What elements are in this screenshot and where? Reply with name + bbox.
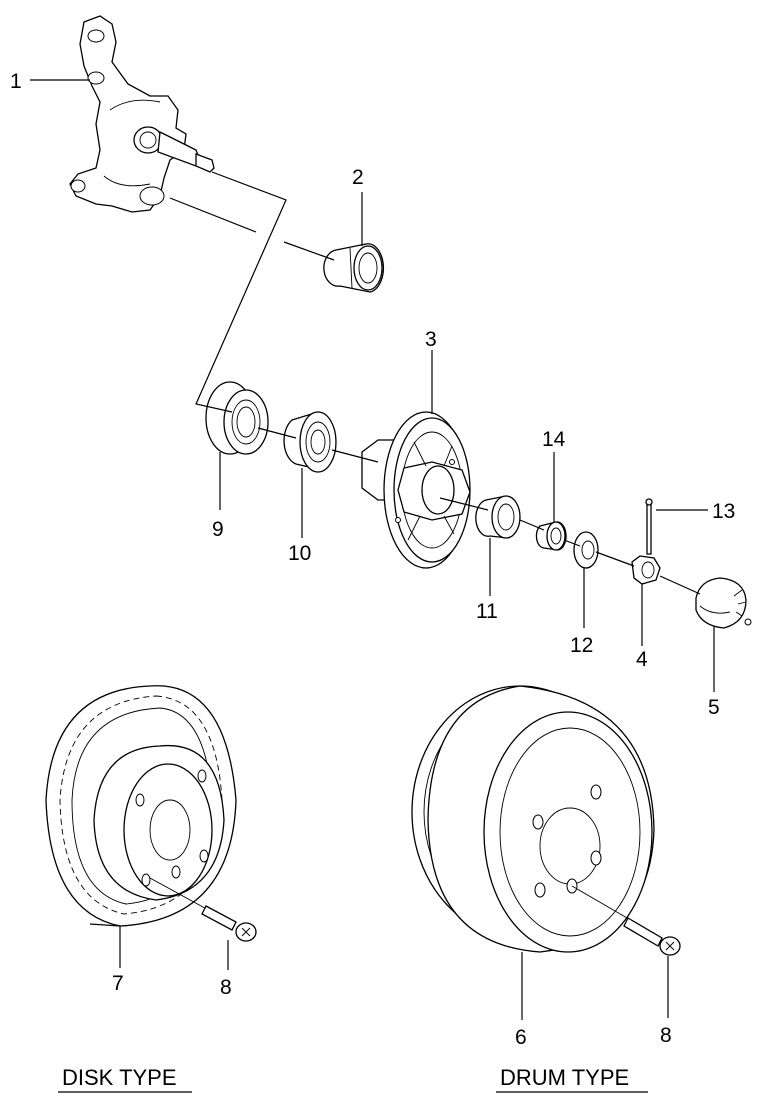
disc-screw xyxy=(149,877,257,942)
captions: DISK TYPE DRUM TYPE xyxy=(58,1065,648,1093)
callout-1: 1 xyxy=(10,70,22,93)
steering-knuckle xyxy=(69,15,215,213)
callout-3: 3 xyxy=(425,328,437,351)
outer-bearing xyxy=(475,495,521,539)
drum-screw xyxy=(571,885,681,956)
caption-drum-type: DRUM TYPE xyxy=(500,1065,629,1090)
bearing-ring xyxy=(535,521,567,551)
callout-4: 4 xyxy=(636,648,648,671)
callout-10: 10 xyxy=(288,542,311,565)
caption-disk-type: DISK TYPE xyxy=(62,1065,177,1090)
wheel-hub xyxy=(361,411,471,569)
callout-13: 13 xyxy=(712,500,735,523)
inner-bearing xyxy=(283,411,337,473)
callout-14: 14 xyxy=(542,428,566,451)
callout-2: 2 xyxy=(352,166,364,189)
washer xyxy=(573,531,599,569)
callouts: 1 2 3 4 5 6 7 8 8 9 10 11 12 13 14 xyxy=(10,70,735,1049)
callout-9: 9 xyxy=(212,518,224,541)
brake-drum xyxy=(411,685,655,953)
oil-seal xyxy=(205,381,269,455)
cotter-pin xyxy=(645,498,653,555)
castle-nut xyxy=(631,555,661,585)
brake-disc xyxy=(45,685,237,927)
dust-cap xyxy=(695,577,752,629)
callout-7: 7 xyxy=(112,972,124,995)
callout-6: 6 xyxy=(515,1026,527,1049)
leader-lines xyxy=(30,79,715,1020)
callout-12: 12 xyxy=(570,634,593,657)
callout-11: 11 xyxy=(476,600,498,623)
callout-8-disk: 8 xyxy=(220,976,232,999)
callout-5: 5 xyxy=(708,696,720,719)
assembly-lines xyxy=(169,171,701,595)
callout-8-drum: 8 xyxy=(660,1024,672,1047)
bushing xyxy=(323,243,385,293)
